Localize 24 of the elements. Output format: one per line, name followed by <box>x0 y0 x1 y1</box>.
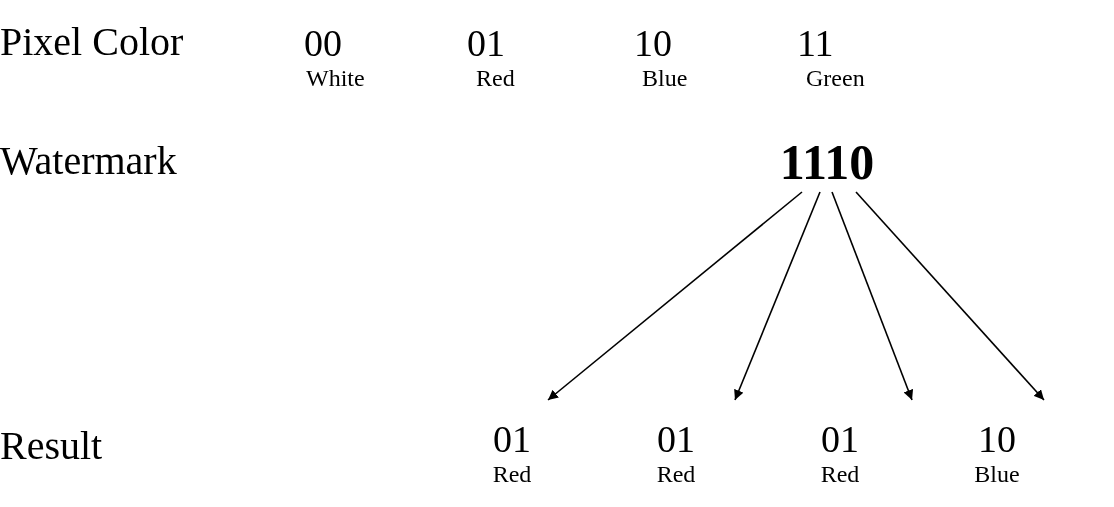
bit-value: 10 <box>634 24 672 62</box>
color-name: Red <box>476 66 515 90</box>
row-label: Result <box>0 426 103 466</box>
arrow <box>831 191 914 401</box>
result-bits: 01 <box>493 420 531 458</box>
result-bits: 01 <box>821 420 859 458</box>
arrow <box>855 191 1045 401</box>
arrow <box>547 191 803 401</box>
color-name: Blue <box>974 462 1020 486</box>
bit-value: 00 <box>304 24 342 62</box>
arrow <box>734 191 821 401</box>
row-label: Watermark <box>0 141 177 181</box>
color-name: Red <box>656 462 696 486</box>
color-name: Green <box>806 66 865 90</box>
bit-value: 11 <box>797 24 834 62</box>
watermark-bits: 1110 <box>779 137 875 187</box>
bit-value: 01 <box>467 24 505 62</box>
result-bits: 01 <box>657 420 695 458</box>
row-label: Pixel Color <box>0 22 184 62</box>
result-bits: 10 <box>978 420 1016 458</box>
color-name: Blue <box>642 66 688 90</box>
color-name: Red <box>492 462 532 486</box>
color-name: White <box>306 66 365 90</box>
color-name: Red <box>820 462 860 486</box>
